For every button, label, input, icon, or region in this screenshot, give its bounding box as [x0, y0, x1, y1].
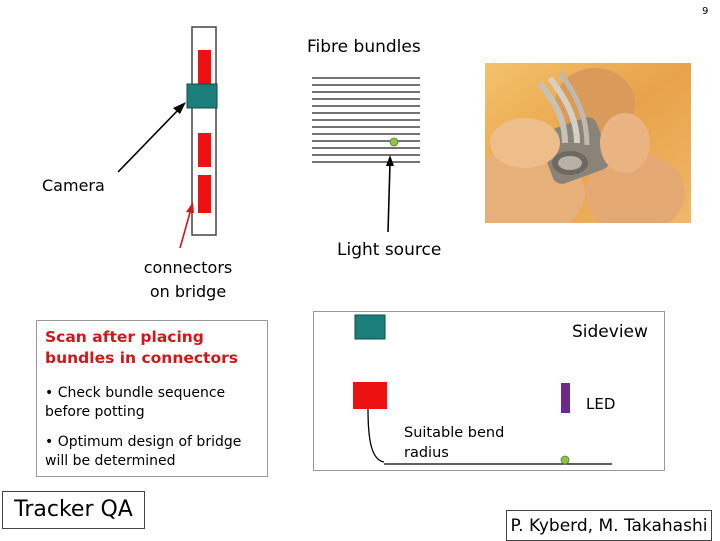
camera-block [186, 83, 218, 109]
bend-radius-label: Suitable bend radius [404, 423, 524, 463]
note-bundle-sequence: • Check bundle sequence before potting [45, 384, 267, 422]
sideview-label: Sideview [572, 322, 648, 342]
camera-arrowhead [173, 102, 186, 114]
led-label: LED [586, 395, 616, 413]
bend-label-line1: Suitable bend [404, 425, 505, 441]
bridge-diagram [117, 26, 218, 249]
sideview-light-dot [560, 455, 570, 465]
connector-3 [198, 175, 211, 213]
note-1-line1: • Check bundle sequence [45, 385, 226, 401]
bridge-frame [191, 26, 217, 236]
sideview-box: Sideview LED Suitable bend radius [313, 311, 665, 471]
notes-heading-line1: Scan after placing [45, 328, 204, 346]
bend-curve [367, 408, 385, 463]
light-arrowhead [386, 155, 394, 166]
fibre-lines-diagram [312, 77, 420, 233]
notes-heading-line2: bundles in connectors [45, 349, 238, 367]
camera-label: Camera [42, 176, 105, 195]
fibre-bundles-title: Fibre bundles [307, 37, 421, 57]
light-source-dot [389, 137, 399, 147]
bend-label-line2: radius [404, 445, 449, 461]
authors-label: P. Kyberd, M. Takahashi [506, 510, 712, 541]
light-source-label: Light source [337, 240, 442, 260]
notes-heading: Scan after placing bundles in connectors [45, 327, 265, 369]
tracker-qa-title: Tracker QA [2, 491, 145, 529]
connectors-arrowhead [186, 202, 194, 213]
connectors-label-line1: connectors [143, 258, 233, 277]
sideview-camera-block [354, 314, 386, 340]
fibre-bundle-photo [485, 63, 691, 223]
led-bar [561, 383, 570, 413]
note-bridge-design: • Optimum design of bridge will be deter… [45, 433, 267, 471]
sideview-diagram [353, 314, 612, 465]
page-number: 9 [702, 6, 709, 17]
connector-2 [198, 133, 211, 167]
note-2-line2: will be determined [45, 453, 176, 469]
note-1-line2: before potting [45, 404, 145, 420]
notes-box: Scan after placing bundles in connectors… [36, 320, 268, 477]
note-2-line1: • Optimum design of bridge [45, 434, 242, 450]
connectors-label: connectors on bridge [120, 256, 256, 304]
sideview-connector-block [353, 382, 387, 409]
fibre-lines [312, 77, 420, 163]
connectors-label-line2: on bridge [149, 282, 227, 301]
connector-1 [198, 50, 211, 84]
